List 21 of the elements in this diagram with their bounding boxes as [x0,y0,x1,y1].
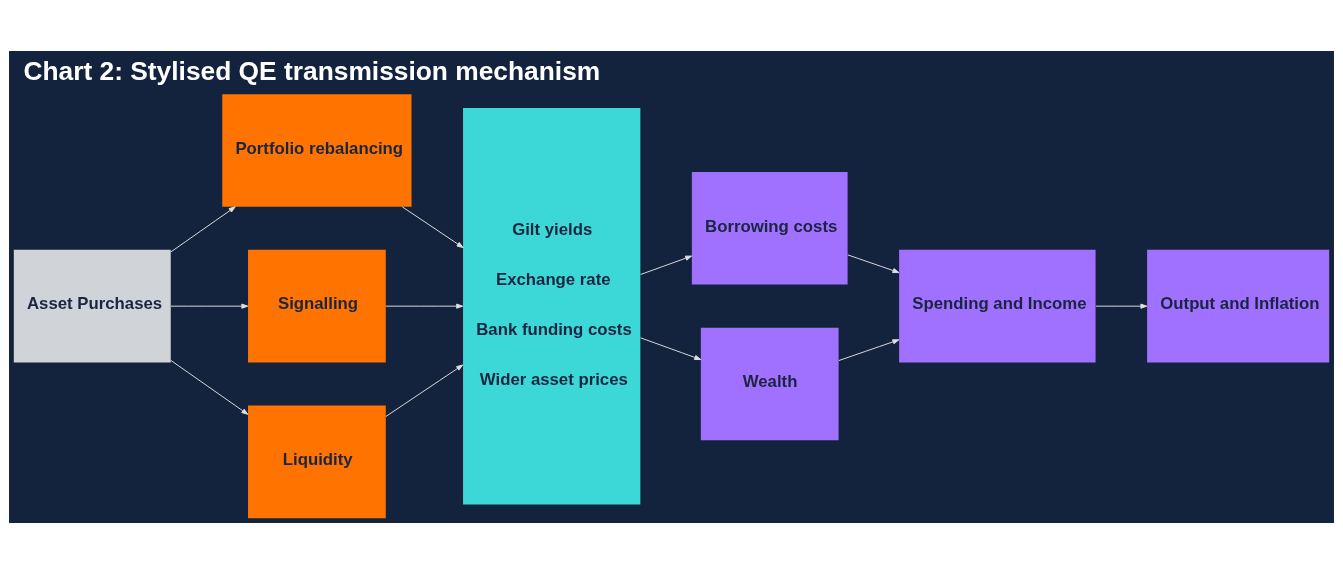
arrow [847,253,900,273]
arrow [170,303,249,309]
node-box: Spending and Income [899,249,1096,362]
node-box: Asset Purchases [13,249,171,362]
node-box: Portfolio rebalancing [222,93,412,207]
arrow [170,205,236,252]
node-box: Borrowing costs [691,171,848,285]
arrow [170,359,249,415]
arrow [385,364,464,417]
node-box: Wealth [700,327,839,440]
arrow [401,205,464,248]
arrow [385,303,464,309]
arrow [1095,303,1148,309]
diagram-title: Chart 2: Stylised QE transmission mechanism [23,55,601,86]
arrow [838,338,900,361]
arrow [640,336,702,360]
node-box: Output and Inflation [1147,249,1330,362]
node-box: Liquidity [248,405,386,518]
arrow [640,255,693,275]
node-box: Gilt yields Exchange rate Bank funding costs Wider asset prices [463,107,641,504]
node-box: Signalling [248,249,386,362]
